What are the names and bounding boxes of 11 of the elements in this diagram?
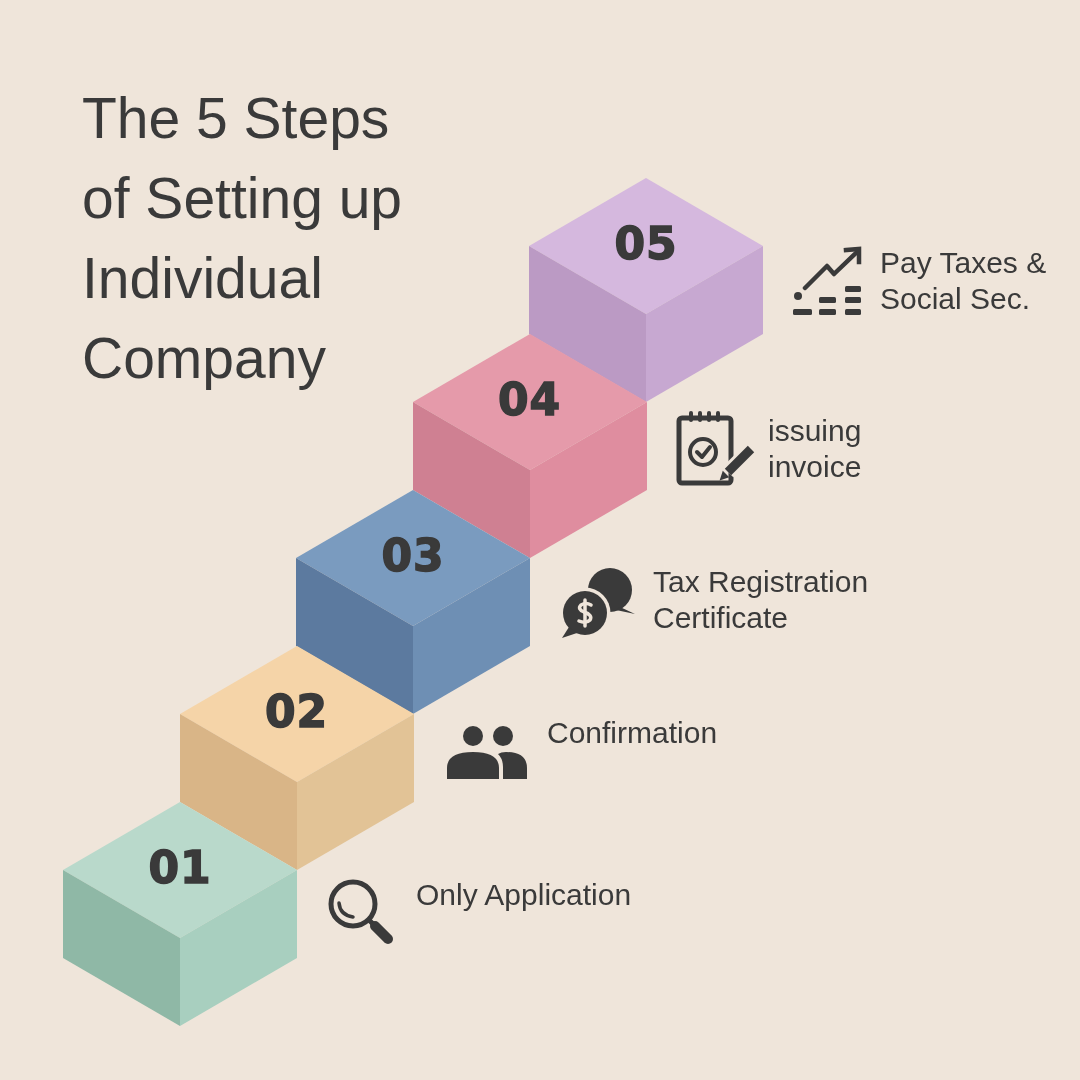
step-caption: issuing invoice (768, 413, 863, 485)
step-number: 01 (148, 846, 212, 890)
step-number: 05 (614, 222, 678, 266)
step-caption: Only Application (416, 877, 632, 913)
step-caption: Pay Taxes & Social Sec. (880, 245, 1048, 317)
title: The 5 Steps of Setting up Individual Company (82, 85, 404, 392)
step-number: 03 (381, 534, 445, 578)
step-caption: Tax Registration Certificate (653, 564, 870, 636)
step-number: 04 (497, 378, 562, 422)
step-number: 02 (264, 690, 329, 734)
step-caption: Confirmation (547, 715, 718, 751)
